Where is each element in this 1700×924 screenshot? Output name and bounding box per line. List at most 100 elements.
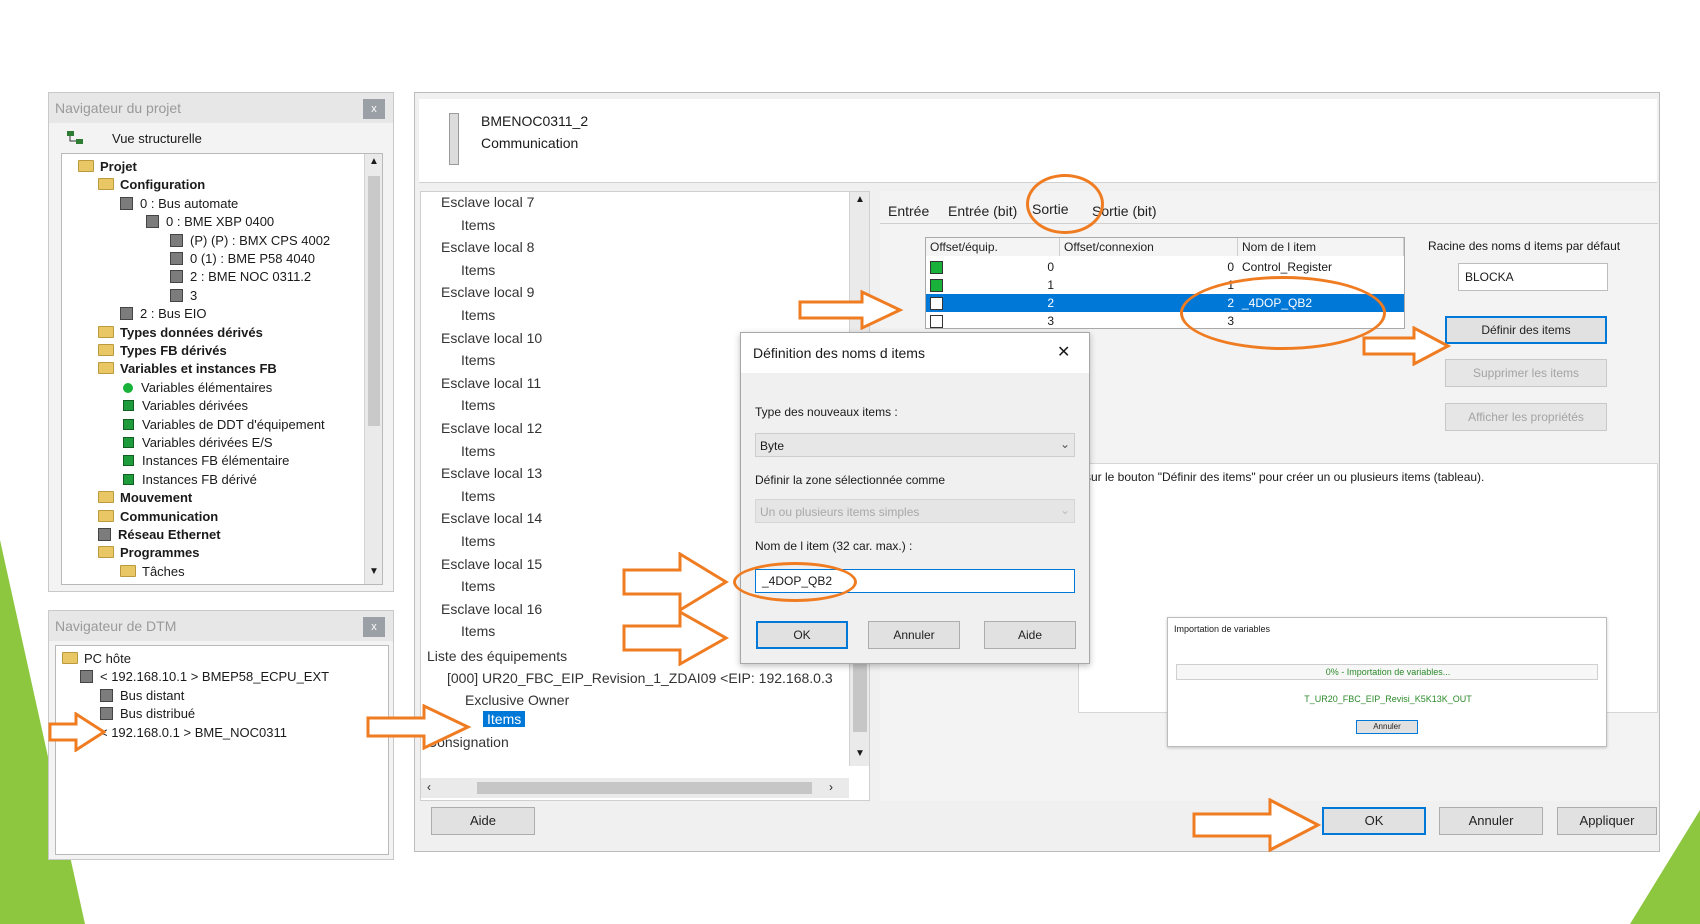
dtm-tree-node[interactable]: Bus distant	[100, 687, 184, 705]
project-tree-node-label: Types données dérivés	[120, 324, 263, 340]
project-tree-node-label: Variables de DDT d'équipement	[142, 416, 325, 432]
dialog-cancel-button[interactable]: Annuler	[868, 621, 960, 649]
tab-sortie-bit[interactable]: Sortie (bit)	[1092, 203, 1157, 219]
dtm-tree-node[interactable]: < 192.168.0.1 > BME_NOC0311	[80, 724, 287, 742]
define-items-button[interactable]: Définir des items	[1445, 316, 1607, 344]
local-slave-node[interactable]: Esclave local 15	[441, 555, 543, 572]
zone-select[interactable]: Un ou plusieurs items simples ⌄	[755, 499, 1075, 523]
grid-header-offset-conn[interactable]: Offset/connexion	[1060, 238, 1238, 256]
project-tree-node[interactable]: Types FB dérivés	[98, 342, 227, 360]
close-icon[interactable]: x	[363, 99, 385, 119]
project-tree-node[interactable]: 0 : Bus automate	[120, 195, 238, 213]
scroll-thumb[interactable]	[368, 176, 380, 426]
io-config-pane: Entrée Entrée (bit) Sortie Sortie (bit) …	[880, 191, 1658, 801]
exclusive-owner-node[interactable]: Exclusive Owner	[465, 692, 570, 708]
grid-header-offset-eq[interactable]: Offset/équip.	[926, 238, 1060, 256]
local-slave-node[interactable]: Esclave local 16	[441, 600, 543, 617]
items-node[interactable]: Items	[461, 307, 496, 323]
project-tree-node[interactable]: Tâches	[120, 563, 185, 581]
scroll-up-icon[interactable]: ▲	[855, 194, 865, 205]
project-tree-node[interactable]: Projet	[78, 158, 137, 176]
scroll-hthumb[interactable]	[477, 782, 812, 794]
scroll-up-icon[interactable]: ▲	[369, 156, 379, 167]
project-tree-node[interactable]: Configuration	[98, 176, 205, 194]
dtm-tree-node[interactable]: < 192.168.10.1 > BMEP58_ECPU_EXT	[80, 668, 329, 686]
tab-entree-bit[interactable]: Entrée (bit)	[948, 203, 1018, 219]
project-tree-node-label: 0 : BME XBP 0400	[166, 214, 275, 230]
project-tree-node[interactable]: 0 (1) : BME P58 4040	[170, 250, 315, 268]
project-tree-node[interactable]: Variables de DDT d'équipement	[120, 416, 325, 434]
dialog-ok-button[interactable]: OK	[756, 621, 848, 649]
root-names-input[interactable]: BLOCKA	[1458, 263, 1608, 291]
items-node[interactable]: Items	[461, 623, 496, 640]
project-tree-node-label: Variables élémentaires	[141, 379, 273, 395]
local-slave-node[interactable]: Esclave local 11	[441, 374, 542, 391]
project-tree-node-label: Tâches	[142, 563, 185, 579]
project-tree-node[interactable]: Variables et instances FB	[98, 360, 277, 378]
project-tree-node[interactable]: Types données dérivés	[98, 324, 263, 342]
type-select-value: Byte	[760, 439, 785, 453]
folder-icon	[98, 178, 114, 191]
structural-view-header[interactable]: Vue structurelle	[57, 125, 387, 151]
project-tree-node[interactable]: 3	[170, 287, 197, 305]
local-slave-node[interactable]: Esclave local 13	[441, 465, 543, 482]
items-node[interactable]: Items	[461, 216, 496, 233]
scroll-thumb[interactable]	[853, 662, 867, 732]
cell-item-name[interactable]: Control_Register	[1242, 260, 1333, 274]
close-icon[interactable]: x	[363, 617, 385, 637]
local-slave-node[interactable]: Esclave local 9	[441, 284, 535, 301]
scroll-left-icon[interactable]: ‹	[427, 780, 431, 794]
project-tree-node[interactable]: 0 : BME XBP 0400	[146, 213, 274, 231]
project-tree-node[interactable]: Réseau Ethernet	[98, 526, 221, 544]
scroll-down-icon[interactable]: ▼	[369, 566, 379, 577]
device-list-hscroll[interactable]: ‹ ›	[421, 778, 849, 798]
project-tree-node[interactable]: Instances FB élémentaire	[120, 452, 289, 470]
project-tree-node[interactable]: Variables élémentaires	[120, 379, 272, 397]
grid-header-item-name[interactable]: Nom de l item	[1238, 238, 1404, 256]
project-tree-node[interactable]: Communication	[98, 508, 218, 526]
row-status-icon	[930, 261, 943, 274]
items-node[interactable]: Items	[461, 397, 496, 414]
scroll-down-icon[interactable]: ▼	[855, 748, 865, 759]
selected-items-node[interactable]: Items	[483, 711, 526, 727]
local-slave-node[interactable]: Esclave local 12	[441, 420, 543, 436]
tab-entree[interactable]: Entrée	[888, 203, 930, 219]
project-tree-node[interactable]: (P) (P) : BMX CPS 4002	[170, 232, 330, 250]
project-tree-scrollbar[interactable]: ▲▼	[364, 154, 382, 584]
project-tree-node[interactable]: Instances FB dérivé	[120, 471, 257, 489]
project-navigator-title: Navigateur du projet	[49, 93, 393, 123]
ok-button[interactable]: OK	[1322, 807, 1426, 835]
scroll-right-icon[interactable]: ›	[829, 780, 833, 794]
show-properties-button[interactable]: Afficher les propriétés	[1445, 403, 1607, 431]
project-tree-node[interactable]: Variables dérivées E/S	[120, 434, 273, 452]
items-node[interactable]: Items	[461, 261, 496, 278]
apply-button[interactable]: Appliquer	[1557, 807, 1657, 835]
items-node[interactable]: Items	[461, 578, 496, 595]
local-slave-node[interactable]: Esclave local 7	[441, 194, 535, 210]
project-tree-node[interactable]: Mouvement	[98, 489, 192, 507]
project-tree-node[interactable]: Programmes	[98, 544, 199, 562]
delete-items-button[interactable]: Supprimer les items	[1445, 359, 1607, 387]
project-tree-node[interactable]: Variables dérivées	[120, 397, 248, 415]
help-button[interactable]: Aide	[431, 807, 535, 835]
items-node[interactable]: Items	[461, 352, 496, 369]
dialog-help-button[interactable]: Aide	[984, 621, 1076, 649]
close-icon[interactable]: ✕	[1057, 344, 1071, 361]
local-slave-node[interactable]: Esclave local 14	[441, 510, 543, 527]
dtm-tree-node[interactable]: Bus distribué	[100, 705, 195, 723]
items-node[interactable]: Items	[461, 533, 496, 549]
local-slave-node[interactable]: Esclave local 10	[441, 329, 543, 346]
project-tree-node[interactable]: 2 : Bus EIO	[120, 305, 206, 323]
project-tree-node[interactable]: 2 : BME NOC 0311.2	[170, 268, 311, 286]
device-entry[interactable]: [000] UR20_FBC_EIP_Revision_1_ZDAI09 <EI…	[447, 670, 833, 686]
items-node[interactable]: Items	[461, 487, 496, 504]
local-slave-node[interactable]: Esclave local 8	[441, 239, 535, 256]
items-node[interactable]: Items	[461, 442, 496, 459]
import-cancel-button[interactable]: Annuler	[1356, 720, 1418, 734]
type-select[interactable]: Byte ⌄	[755, 433, 1075, 457]
dtm-tree-node[interactable]: PC hôte	[62, 650, 131, 668]
cancel-button[interactable]: Annuler	[1439, 807, 1543, 835]
